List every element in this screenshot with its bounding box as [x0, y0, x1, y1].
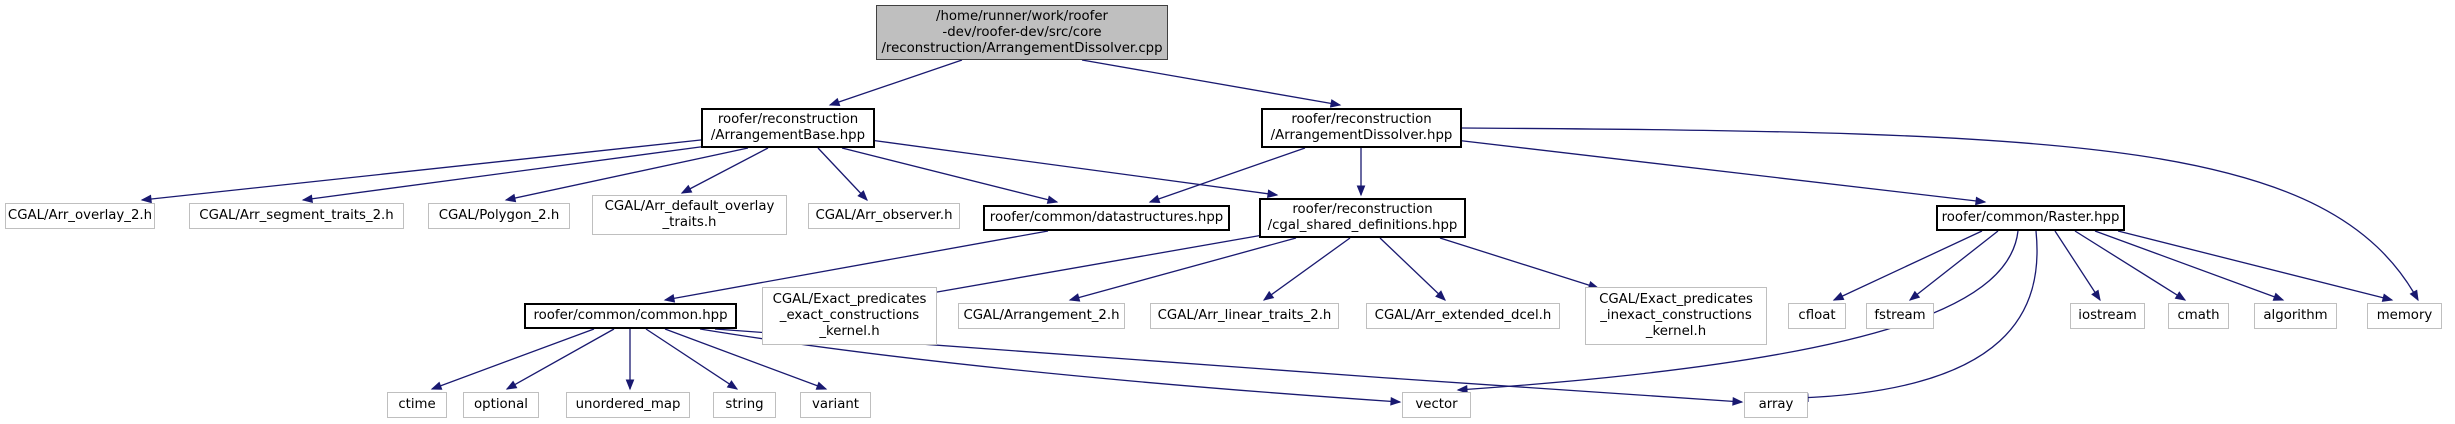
edge-arrowhead — [1732, 397, 1744, 406]
edge-arrowhead — [2381, 293, 2394, 302]
edge-from-raster — [1798, 230, 2038, 399]
edge-arrowhead — [140, 194, 152, 204]
edge-arrowhead — [1046, 195, 1059, 204]
edge-arrowhead — [1068, 293, 1081, 302]
node-array: array — [1744, 392, 1808, 418]
node-cgal-exact-predicates-inexact-constructions-kernel-h: CGAL/Exact_predicates _inexact_construct… — [1585, 287, 1767, 345]
edge-from-raster — [2074, 230, 2186, 301]
edge-from-base — [141, 138, 711, 201]
edge-arrowhead — [430, 381, 443, 390]
edge-from-raster — [2117, 230, 2393, 301]
edge-from-raster — [1833, 230, 1983, 301]
node-optional: optional — [463, 392, 539, 418]
node-cgal-shared-definitions-hpp[interactable]: roofer/reconstruction /cgal_shared_defin… — [1259, 198, 1466, 238]
edge-from-common — [506, 328, 615, 390]
edge-from-cgalshared — [1439, 237, 1599, 289]
edge-arrowhead — [857, 190, 868, 201]
edge-arrowhead — [1329, 99, 1342, 108]
node-fstream: fstream — [1866, 303, 1934, 329]
node-cgal-polygon-2-h: CGAL/Polygon_2.h — [428, 203, 570, 229]
edge-from-raster — [2054, 230, 2101, 301]
node-arrangement-dissolver-cpp: /home/runner/work/roofer -dev/roofer-dev… — [876, 5, 1168, 60]
edge-arrowhead — [1435, 290, 1446, 301]
node-arrangement-dissolver-hpp[interactable]: roofer/reconstruction /ArrangementDissol… — [1261, 108, 1462, 148]
node-cmath: cmath — [2168, 303, 2229, 329]
edge-from-dissolver — [1461, 127, 2419, 301]
edge-from-datastructures — [664, 230, 1049, 301]
edge-arrowhead — [301, 194, 313, 204]
node-ctime: ctime — [387, 392, 447, 418]
edge-arrowhead — [2174, 291, 2187, 301]
node-variant: variant — [800, 392, 871, 418]
node-datastructures-hpp[interactable]: roofer/common/datastructures.hpp — [983, 205, 1230, 231]
edge-from-base — [505, 147, 749, 201]
node-cgal-arr-default-overlay-traits-h: CGAL/Arr_default_overlay _traits.h — [592, 195, 787, 235]
edge-arrowhead — [1456, 385, 1468, 394]
edge-from-raster — [2094, 230, 2284, 301]
edge-arrowhead — [1975, 196, 1987, 206]
edge-from-base — [302, 144, 716, 201]
node-algorithm: algorithm — [2254, 303, 2337, 329]
edge-arrowhead — [625, 379, 635, 391]
edge-arrowhead — [1262, 290, 1275, 301]
node-cfloat: cfloat — [1788, 303, 1846, 329]
node-cgal-arr-segment-traits-2-h: CGAL/Arr_segment_traits_2.h — [189, 203, 404, 229]
node-memory: memory — [2367, 303, 2442, 329]
edge-arrowhead — [1356, 185, 1366, 197]
node-vector: vector — [1402, 392, 1471, 418]
node-cgal-arr-overlay-2-h: CGAL/Arr_overlay_2.h — [5, 203, 155, 229]
node-arrangement-base-hpp[interactable]: roofer/reconstruction /ArrangementBase.h… — [701, 108, 875, 148]
edge-from-dissolver — [1454, 139, 1986, 203]
edge-from-base — [817, 147, 868, 201]
edge-arrowhead — [505, 380, 518, 390]
edge-from-root — [1081, 59, 1341, 106]
edge-from-base — [681, 147, 769, 194]
edge-arrowhead — [815, 381, 828, 390]
edge-arrowhead — [1148, 194, 1161, 203]
edge-from-cgalshared — [1263, 237, 1351, 301]
node-unordered-map: unordered_map — [566, 392, 690, 418]
edge-from-common — [431, 328, 595, 390]
edge-from-raster — [1909, 230, 1999, 301]
node-iostream: iostream — [2070, 303, 2145, 329]
edge-arrowhead — [2409, 289, 2419, 302]
node-cgal-arr-linear-traits-2-h: CGAL/Arr_linear_traits_2.h — [1150, 303, 1339, 329]
node-cgal-arr-extended-dcel-h: CGAL/Arr_extended_dcel.h — [1366, 303, 1560, 329]
node-raster-hpp[interactable]: roofer/common/Raster.hpp — [1936, 205, 2125, 231]
node-cgal-arr-observer-h: CGAL/Arr_observer.h — [808, 203, 960, 229]
edge-from-base — [841, 147, 1058, 203]
node-string: string — [713, 392, 776, 418]
node-cgal-arrangement-2-h: CGAL/Arrangement_2.h — [958, 303, 1125, 329]
edge-arrowhead — [2272, 292, 2285, 301]
edge-arrowhead — [1390, 397, 1402, 406]
edge-from-base — [869, 139, 1278, 196]
edge-arrowhead — [663, 294, 676, 303]
edge-arrowhead — [1267, 189, 1279, 199]
node-common-hpp[interactable]: roofer/common/common.hpp — [524, 303, 737, 329]
edge-arrowhead — [680, 184, 693, 194]
edge-arrowhead — [726, 380, 739, 390]
edge-from-common — [645, 328, 738, 390]
edge-arrowhead — [1908, 290, 1921, 301]
edge-from-cgalshared — [919, 234, 1264, 296]
edge-from-cgalshared — [1069, 237, 1297, 301]
edge-from-cgalshared — [1379, 237, 1446, 301]
edge-from-dissolver — [1149, 147, 1306, 203]
edge-arrowhead — [2091, 289, 2101, 302]
edge-from-root — [829, 59, 963, 106]
node-cgal-exact-predicates-exact-constructions-kernel-h: CGAL/Exact_predicates _exact_constructio… — [762, 287, 937, 345]
edge-arrowhead — [828, 97, 841, 107]
edge-arrowhead — [1832, 292, 1845, 301]
edge-arrowhead — [504, 193, 517, 203]
edge-from-common — [664, 328, 827, 390]
